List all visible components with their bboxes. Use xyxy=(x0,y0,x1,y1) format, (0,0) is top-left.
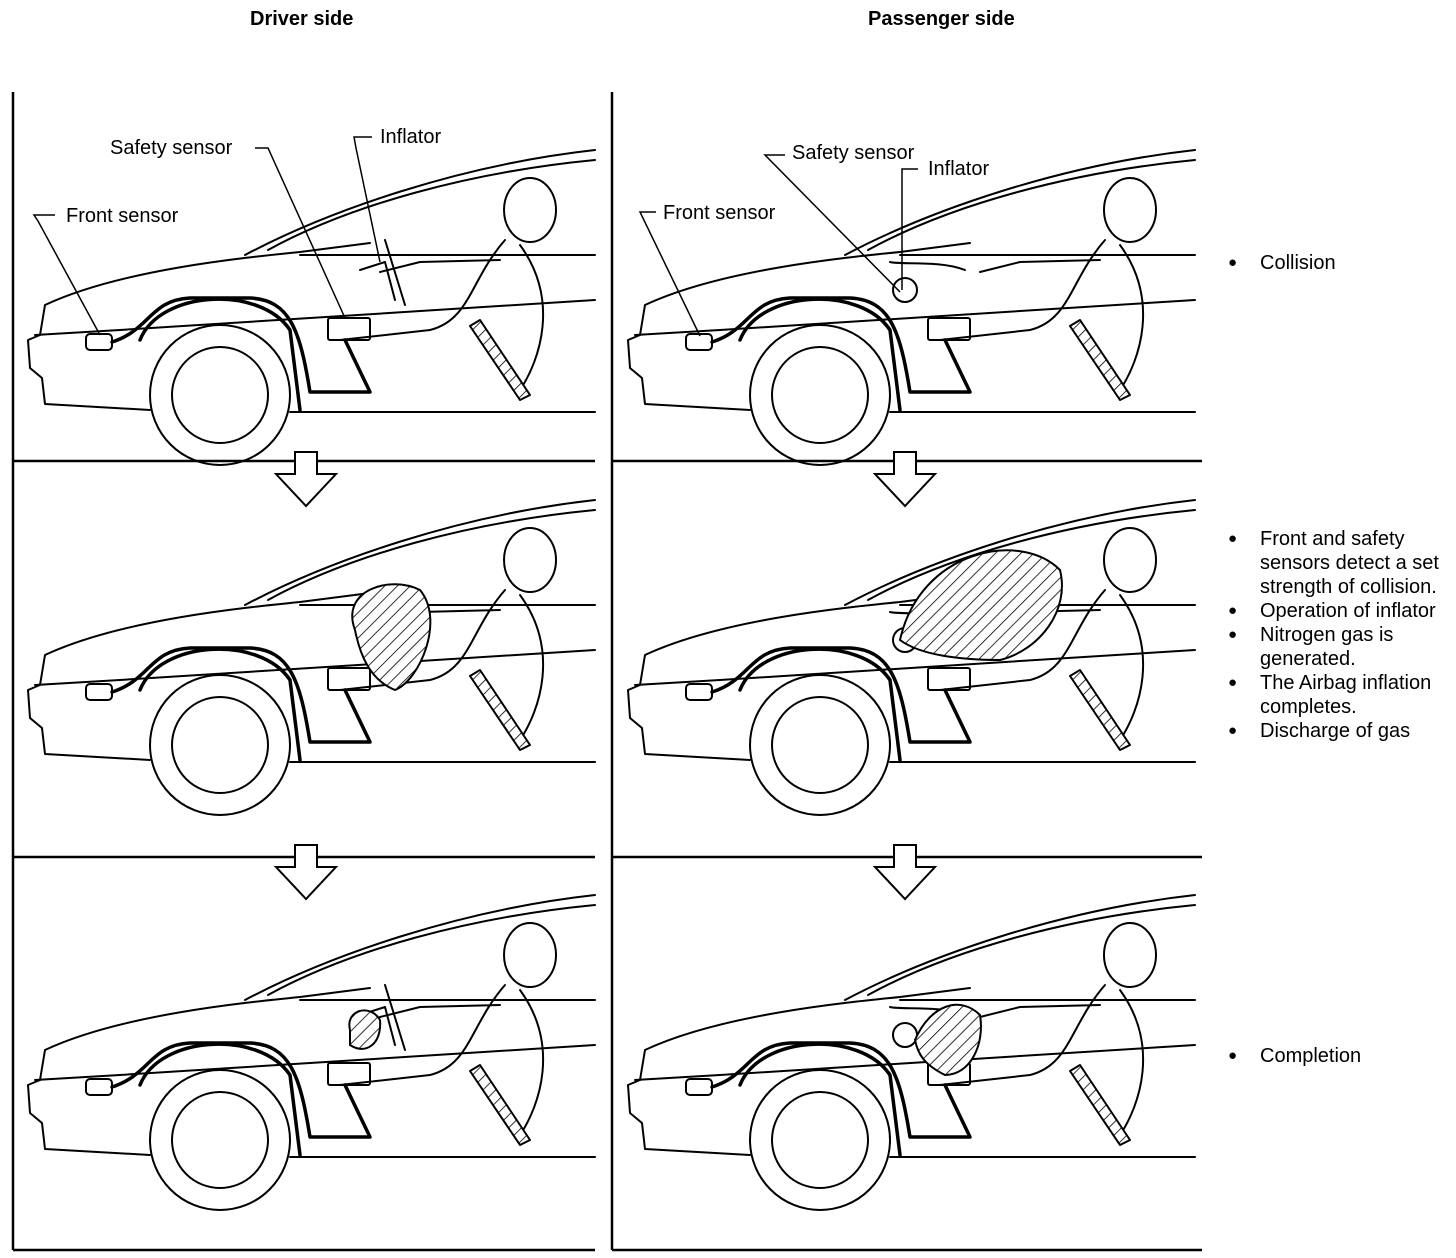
down-arrow-icon xyxy=(872,451,938,508)
step-collision: Collision xyxy=(1226,251,1446,275)
deploy-bullet-2: Operation of inflator xyxy=(1226,599,1448,623)
down-arrow-icon xyxy=(872,844,938,901)
deploy-bullet-4: The Airbag inflation completes. xyxy=(1226,671,1448,719)
step-completion: Completion xyxy=(1226,1044,1446,1068)
deploy-bullet-3: Nitrogen gas is generated. xyxy=(1226,623,1448,671)
collision-bullet: Collision xyxy=(1226,251,1446,275)
deploy-text-5: Discharge of gas xyxy=(1260,720,1411,742)
passenger-side-title: Passenger side xyxy=(868,8,1015,30)
completion-text: Completion xyxy=(1260,1045,1362,1067)
car-driver-stage-3 xyxy=(27,894,596,1211)
label-leader-lines xyxy=(32,136,918,337)
panel-frames xyxy=(11,92,1202,1252)
deploy-text-1: Front and safety sensors detect a set st… xyxy=(1260,528,1439,598)
car-driver-stage-1 xyxy=(27,149,596,466)
driver-safety-sensor-label: Safety sensor xyxy=(110,137,233,159)
deploy-text-4: The Airbag inflation completes. xyxy=(1260,672,1432,718)
passenger-safety-sensor-label: Safety sensor xyxy=(792,142,915,164)
down-arrow-icon xyxy=(273,844,339,901)
car-passenger-stage-2 xyxy=(627,499,1196,816)
driver-inflator-label: Inflator xyxy=(380,126,442,148)
deploy-text-2: Operation of inflator xyxy=(1260,600,1436,622)
deploy-text-3: Nitrogen gas is generated. xyxy=(1260,624,1394,670)
down-arrow-icon xyxy=(273,451,339,508)
car-passenger-stage-1 xyxy=(627,149,1196,466)
driver-side-title: Driver side xyxy=(250,8,354,30)
driver-front-sensor-label: Front sensor xyxy=(66,205,179,227)
step-deployment: Front and safety sensors detect a set st… xyxy=(1226,527,1448,743)
car-passenger-stage-3 xyxy=(627,894,1196,1211)
car-driver-stage-2 xyxy=(27,499,596,816)
deploy-bullet-5: Discharge of gas xyxy=(1226,719,1448,743)
deploy-bullet-1: Front and safety sensors detect a set st… xyxy=(1226,527,1448,599)
collision-text: Collision xyxy=(1260,252,1336,274)
passenger-front-sensor-label: Front sensor xyxy=(663,202,776,224)
completion-bullet: Completion xyxy=(1226,1044,1446,1068)
passenger-inflator-label: Inflator xyxy=(928,158,990,180)
